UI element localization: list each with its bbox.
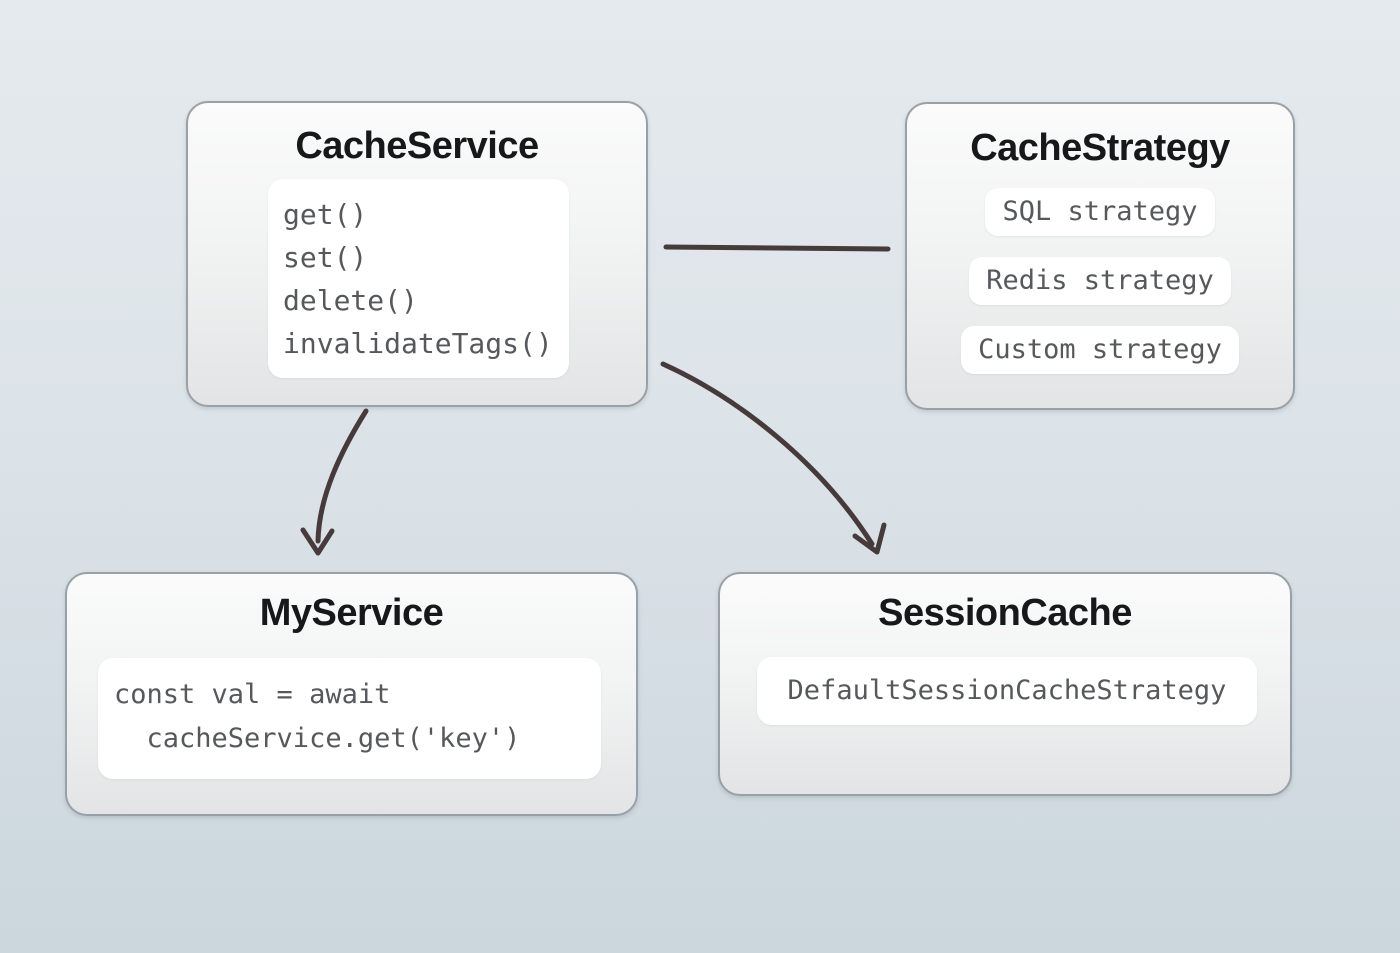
node-session-cache: SessionCache DefaultSessionCacheStrategy — [718, 572, 1292, 796]
cache-service-title: CacheService — [295, 125, 539, 167]
node-cache-strategy: CacheStrategy SQL strategy Redis strateg… — [905, 102, 1295, 410]
edge-cacheservice-myservice-arrowhead — [300, 527, 335, 556]
edge-cacheservice-cachestrategy-line — [663, 244, 891, 252]
method-delete: delete() — [283, 284, 418, 317]
method-invalidate-tags: invalidateTags() — [283, 327, 553, 360]
edge-cacheservice-sessioncache-arrowhead — [852, 522, 887, 555]
code-line-2: cacheService.get('key') — [114, 723, 521, 754]
strategy-pill-custom: Custom strategy — [961, 326, 1239, 374]
edge-cacheservice-myservice-arrow — [315, 408, 369, 544]
method-set: set() — [283, 241, 368, 274]
session-cache-strategy-panel: DefaultSessionCacheStrategy — [757, 657, 1257, 725]
node-my-service: MyService const val = await cacheService… — [65, 572, 638, 816]
code-line-1: const val = await — [114, 679, 391, 710]
strategy-pill-redis: Redis strategy — [969, 257, 1231, 305]
method-get: get() — [283, 198, 368, 231]
my-service-code-panel: const val = await cacheService.get('key'… — [98, 658, 601, 779]
strategy-pill-list: SQL strategy Redis strategy Custom strat… — [907, 188, 1293, 374]
session-cache-title: SessionCache — [878, 592, 1132, 634]
cache-service-methods-panel: get() set() delete() invalidateTags() — [268, 179, 569, 378]
edge-cacheservice-sessioncache-arrow — [660, 361, 875, 547]
node-cache-service: CacheService get() set() delete() invali… — [186, 101, 648, 407]
cache-strategy-title: CacheStrategy — [970, 127, 1230, 169]
strategy-pill-sql: SQL strategy — [985, 188, 1215, 236]
session-cache-strategy-label: DefaultSessionCacheStrategy — [787, 675, 1227, 706]
my-service-title: MyService — [259, 592, 444, 634]
